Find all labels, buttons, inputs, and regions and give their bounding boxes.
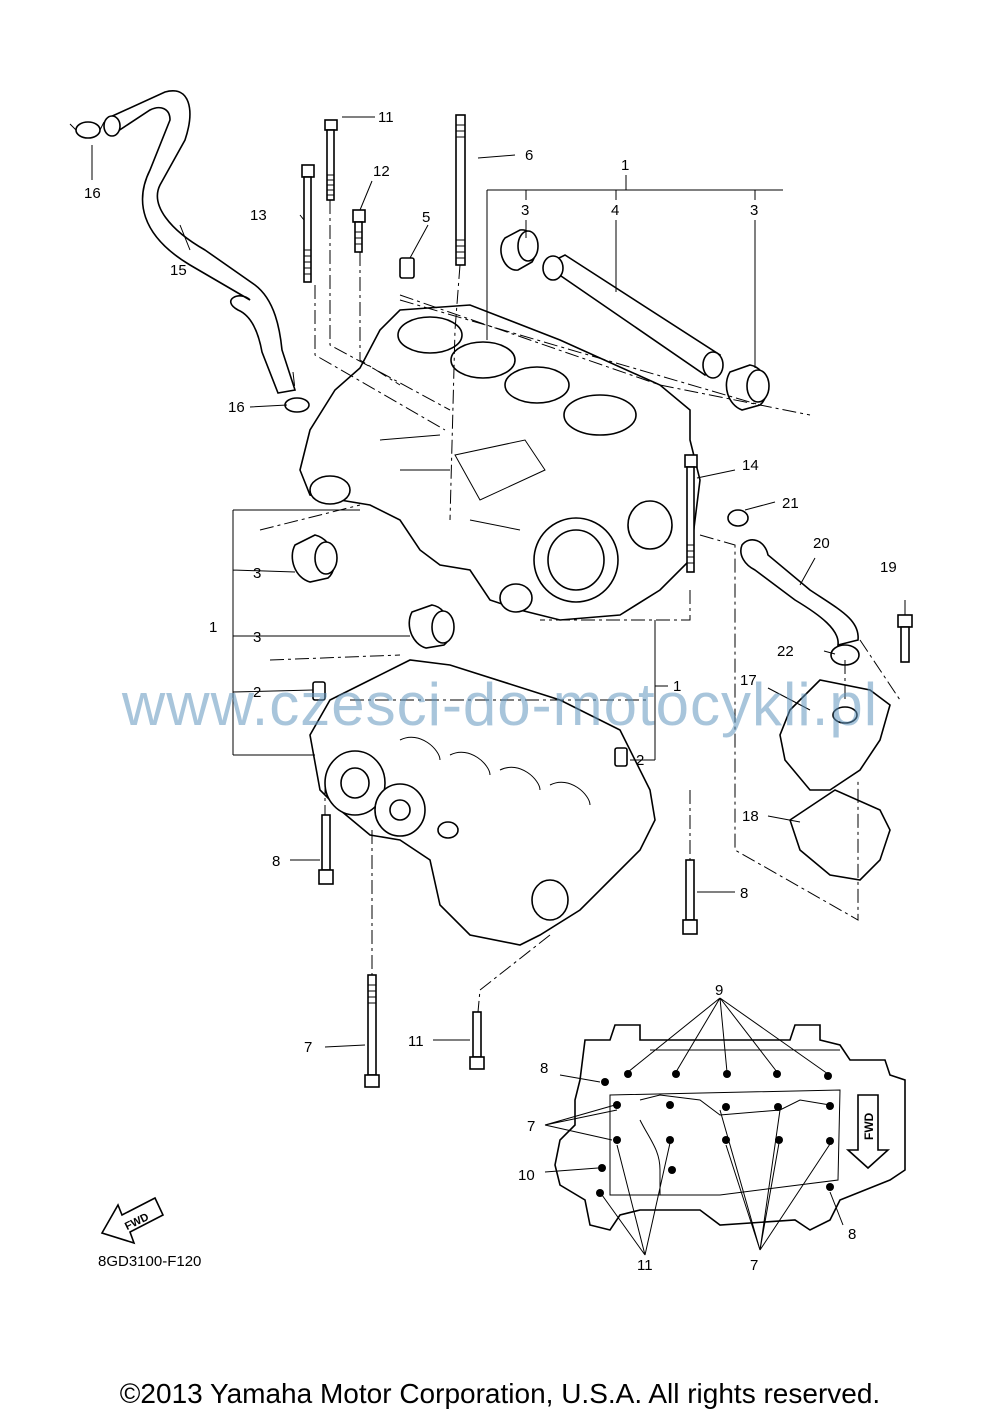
callout-21: 21	[782, 495, 799, 512]
bolt-14	[684, 454, 698, 573]
bolt-11-top	[324, 119, 338, 201]
stud-6	[455, 114, 466, 266]
callout-17: 17	[740, 672, 757, 689]
callout-11-lower: 11	[408, 1033, 424, 1050]
lower-crankcase	[309, 659, 656, 946]
sleeve-4	[542, 254, 724, 379]
bolt-19	[897, 614, 913, 663]
dowel-pin-2-right	[614, 747, 628, 767]
callout-1-right: 1	[673, 678, 681, 695]
inset-fwd-label: FWD	[862, 1112, 876, 1140]
callout-8-right: 8	[740, 885, 748, 902]
callout-9: 9	[715, 982, 723, 999]
fwd-arrow-icon	[100, 1196, 165, 1245]
callout-3-lower-a: 3	[253, 565, 261, 582]
upper-crankcase	[299, 304, 701, 621]
callout-6: 6	[525, 147, 533, 164]
callout-15: 15	[170, 262, 187, 279]
leader-lines	[91, 116, 906, 1256]
callout-1-left: 1	[209, 619, 217, 636]
breather-hose-20	[740, 539, 859, 647]
bushing-3-upper-right	[725, 364, 770, 411]
alignment-lines	[259, 200, 901, 1013]
callout-19: 19	[880, 559, 897, 576]
callout-3-lower-b: 3	[253, 629, 261, 646]
bolt-8-left	[318, 814, 334, 885]
bushing-3-lower-b	[408, 604, 455, 649]
bolt-11-lower	[469, 1011, 485, 1070]
hose-clamp-top	[69, 121, 105, 139]
callout-12: 12	[373, 163, 390, 180]
callout-8-inset-top: 8	[540, 1060, 548, 1077]
bolt-8-right	[682, 859, 698, 935]
bolt-7	[364, 974, 380, 1088]
callout-1-top: 1	[621, 157, 629, 174]
callout-3-top-left: 3	[521, 202, 529, 219]
callout-18: 18	[742, 808, 759, 825]
callout-22: 22	[777, 643, 794, 660]
callout-5: 5	[422, 209, 430, 226]
bushing-3-upper-left	[500, 229, 539, 271]
callout-4: 4	[611, 202, 619, 219]
dowel-pin-2-left	[312, 681, 326, 701]
bushing-3-lower-a	[291, 534, 338, 583]
callout-2-left: 2	[253, 684, 261, 701]
callout-11-inset: 11	[637, 1257, 653, 1274]
bolt-13	[301, 164, 315, 283]
callout-7-inset-bottom: 7	[750, 1257, 758, 1274]
callout-20: 20	[813, 535, 830, 552]
breather-cover-17	[779, 679, 891, 791]
callout-11-top: 11	[378, 109, 394, 126]
callout-2-right: 2	[636, 752, 644, 769]
callout-16-top: 16	[84, 185, 101, 202]
gasket-18	[789, 789, 891, 881]
callout-10: 10	[518, 1167, 535, 1184]
copyright-notice: ©2013 Yamaha Motor Corporation, U.S.A. A…	[119, 1378, 881, 1409]
callout-labels: 1 3 4 3 11 12 6 5 13 16 15 16 14 21 20 1…	[84, 109, 897, 1274]
callout-14: 14	[742, 457, 759, 474]
dowel-pin-5	[399, 257, 415, 279]
document-code: 8GD3100-F120	[98, 1253, 202, 1270]
hose-clamp-lower	[284, 397, 310, 413]
callout-3-top-right: 3	[750, 202, 758, 219]
callout-7-bolt: 7	[304, 1039, 312, 1056]
callout-8-left: 8	[272, 853, 280, 870]
callout-7-inset-left: 7	[527, 1118, 535, 1135]
breather-hose	[103, 90, 297, 394]
callout-13: 13	[250, 207, 267, 224]
bolt-12	[352, 209, 366, 253]
bolt-pattern-inset	[554, 1024, 906, 1231]
callout-8-inset-right: 8	[848, 1226, 856, 1243]
watermark: www.czesci-do-motocykli.pl	[121, 671, 879, 738]
clip-21	[727, 509, 749, 527]
callout-16-lower: 16	[228, 399, 245, 416]
